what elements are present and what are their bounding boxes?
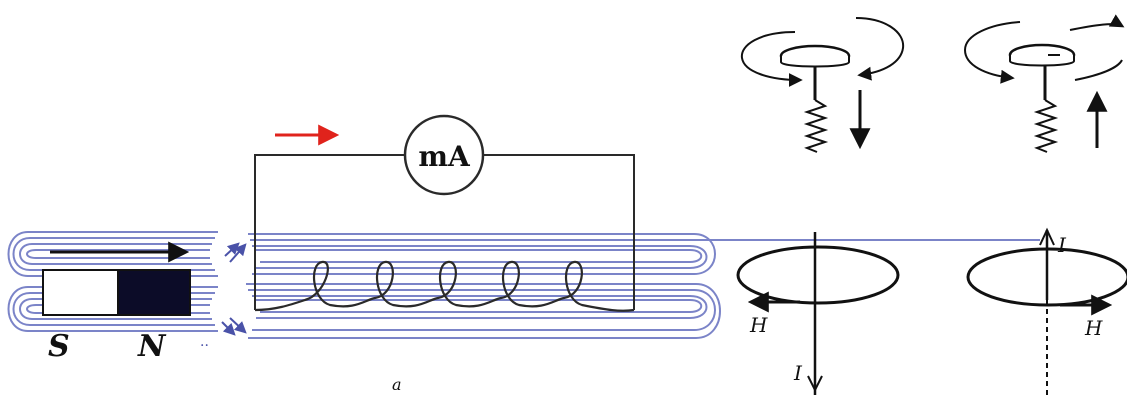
coil <box>254 260 635 312</box>
south-pole-label: S <box>48 329 70 364</box>
field-label-h-left: H <box>749 313 768 337</box>
magnet-field-lines-bottom <box>7 286 218 332</box>
field-direction-arrows <box>221 242 247 336</box>
magnet-north-pole <box>117 269 191 316</box>
coil-field-lines <box>246 233 1040 339</box>
field-label-h-right: H <box>1084 316 1103 340</box>
milliammeter <box>403 114 485 196</box>
induction-figure: S N ·· mA a <box>7 114 1040 394</box>
field-circle <box>966 247 1127 307</box>
circuit-wire <box>254 154 635 310</box>
north-pole-label: N <box>137 329 167 364</box>
magnet-south-pole <box>42 269 119 316</box>
rotation-arrow-counterclockwise <box>963 14 1125 84</box>
pole-dots: ·· <box>200 338 209 354</box>
magnet-field-lines-top <box>7 231 218 277</box>
current-label-i-right: I <box>1057 233 1067 257</box>
screw-thread <box>803 99 829 153</box>
current-label-i-left: I <box>793 361 803 385</box>
milliammeter-label: mA <box>418 140 471 173</box>
screw-rule-case-up: H I <box>963 14 1127 395</box>
screw-rule-case-down: H I <box>736 17 905 395</box>
screw-thread <box>1033 99 1059 153</box>
field-circle <box>736 245 900 305</box>
rotation-arrow-clockwise <box>740 17 905 87</box>
figure-caption: a <box>392 375 402 394</box>
